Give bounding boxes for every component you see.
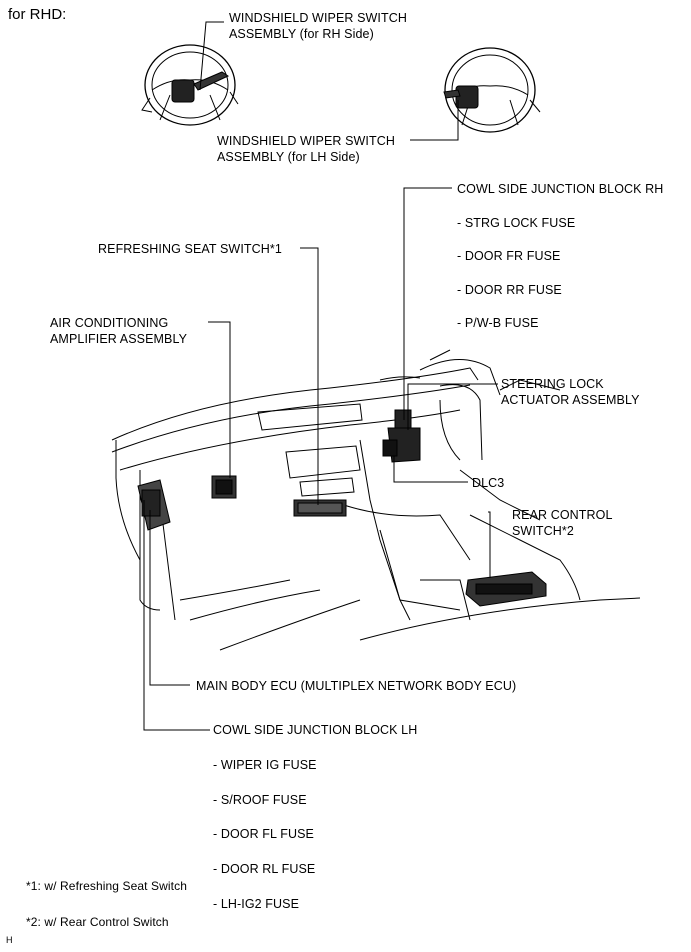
steering-wheel-lh-illustration: [443, 47, 541, 133]
cowl-lh-fuse-item: - DOOR RL FUSE: [213, 862, 316, 876]
footnote: *2: w/ Rear Control Switch: [26, 915, 169, 929]
refreshing-seat-label: REFRESHING SEAT SWITCH*1: [98, 242, 282, 256]
cowl-lh-fuse-item: - WIPER IG FUSE: [213, 758, 317, 772]
refreshing-seat-switch-shape: [293, 499, 347, 517]
leader-cowl-rh: [403, 187, 452, 420]
cowl-lh-label: COWL SIDE JUNCTION BLOCK LH: [213, 723, 418, 737]
cowl-lh-block-shape: [137, 479, 171, 531]
wiper-rh-label-line1: WINDSHIELD WIPER SWITCH: [229, 11, 407, 25]
leader-dlc3: [393, 456, 468, 483]
cowl-lh-fuse-item: - LH-IG2 FUSE: [213, 897, 300, 911]
cowl-rh-fuse-item: - P/W-B FUSE: [457, 316, 539, 330]
cowl-rh-fuse-item: - STRG LOCK FUSE: [457, 216, 576, 230]
leader-lines: [143, 21, 498, 731]
cowl-lh-fuse-item: - S/ROOF FUSE: [213, 793, 307, 807]
dashboard-illustration: [111, 349, 641, 651]
rear-control-label-line2: SWITCH*2: [512, 524, 574, 538]
aircon-amplifier-shape: [211, 475, 237, 499]
cowl-rh-label: COWL SIDE JUNCTION BLOCK RH: [457, 182, 664, 196]
leader-refreshing-seat: [300, 247, 319, 505]
leader-rear-control: [488, 511, 491, 578]
cowl-rh-fuse-item: - DOOR RR FUSE: [457, 283, 562, 297]
wiper-lh-label-line2: ASSEMBLY (for LH Side): [217, 150, 360, 164]
wiper-rh-label-line2: ASSEMBLY (for RH Side): [229, 27, 374, 41]
cowl-rh-fuse-item: - DOOR FR FUSE: [457, 249, 561, 263]
figure-code: H: [6, 935, 13, 945]
aircon-label-line1: AIR CONDITIONING: [50, 316, 169, 330]
rear-control-switch-shape: [465, 571, 547, 607]
wiper-lh-label-line1: WINDSHIELD WIPER SWITCH: [217, 134, 395, 148]
leader-cowl-lh: [143, 500, 210, 731]
steering-lock-label-line2: ACTUATOR ASSEMBLY: [501, 393, 640, 407]
aircon-label-line2: AMPLIFIER ASSEMBLY: [50, 332, 188, 346]
steering-lock-shape: [382, 409, 421, 463]
cowl-lh-fuse-item: - DOOR FL FUSE: [213, 827, 314, 841]
steering-lock-label-line1: STEERING LOCK: [501, 377, 604, 391]
leader-steering-lock: [407, 383, 498, 430]
page-title: for RHD:: [8, 6, 67, 23]
leader-wiper-rh: [199, 21, 224, 91]
rear-control-label-line1: REAR CONTROL: [512, 508, 613, 522]
main-body-ecu-label: MAIN BODY ECU (MULTIPLEX NETWORK BODY EC…: [196, 679, 517, 693]
dlc3-label: DLC3: [472, 476, 505, 490]
leader-wiper-lh: [410, 100, 459, 141]
footnote: *1: w/ Refreshing Seat Switch: [26, 879, 187, 893]
leader-aircon: [208, 321, 231, 478]
leader-main-body-ecu: [149, 510, 190, 686]
steering-wheel-rh-illustration: [141, 44, 239, 126]
